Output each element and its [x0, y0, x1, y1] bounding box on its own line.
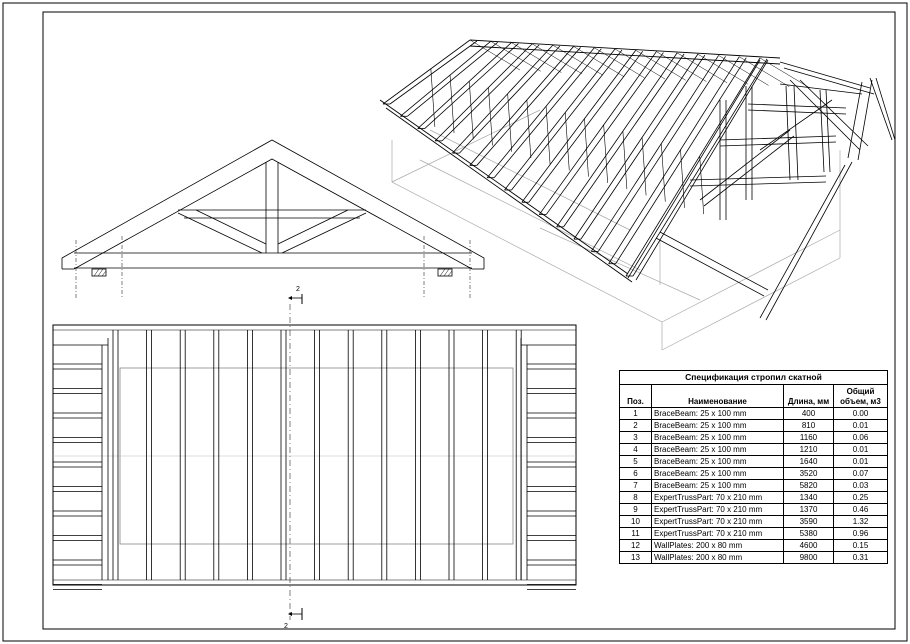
- cell-volume: 1.32: [833, 515, 888, 528]
- cell-length: 1340: [783, 491, 834, 504]
- cell-name: BraceBeam: 25 x 100 mm: [651, 407, 784, 420]
- cell-length: 3590: [783, 515, 834, 528]
- cell-length: 3520: [783, 467, 834, 480]
- cell-pos: 13: [619, 551, 652, 564]
- cell-name: ExpertTrussPart: 70 x 210 mm: [651, 503, 784, 516]
- plan-right-boards: [520, 338, 576, 590]
- section-mark-bottom-label: 2: [284, 623, 288, 630]
- cell-length: 1640: [783, 455, 834, 468]
- rafter-specification-table: Спецификация стропил скатной Поз. Наимен…: [619, 370, 888, 564]
- cell-volume: 0.01: [833, 419, 888, 432]
- header-pos: Поз.: [619, 384, 652, 408]
- rafters-3d: [382, 39, 811, 277]
- cell-volume: 0.31: [833, 551, 888, 564]
- cell-length: 1160: [783, 431, 834, 444]
- cell-name: BraceBeam: 25 x 100 mm: [651, 419, 784, 432]
- plan-left-boards: [53, 338, 109, 590]
- cell-volume: 0.46: [833, 503, 888, 516]
- cell-name: ExpertTrussPart: 70 x 210 mm: [651, 527, 784, 540]
- cell-volume: 0.01: [833, 455, 888, 468]
- cell-name: BraceBeam: 25 x 100 mm: [651, 431, 784, 444]
- spec-header-row: Поз. Наименование Длина, мм Общий объем,…: [619, 384, 888, 408]
- roof-plan: [52, 324, 577, 590]
- header-volume: Общий объем, м3: [833, 384, 888, 408]
- cell-volume: 0.15: [833, 539, 888, 552]
- cell-length: 4600: [783, 539, 834, 552]
- roof-3d-view: [379, 39, 896, 351]
- cell-length: 400: [783, 407, 834, 420]
- section-mark-top: 2: [288, 286, 303, 620]
- cell-length: 5820: [783, 479, 834, 492]
- cell-volume: 0.03: [833, 479, 888, 492]
- cell-name: BraceBeam: 25 x 100 mm: [651, 467, 784, 480]
- cell-name: BraceBeam: 25 x 100 mm: [651, 455, 784, 468]
- spec-title-row: Спецификация стропил скатной: [619, 370, 888, 385]
- cell-pos: 3: [619, 431, 652, 444]
- cell-pos: 11: [619, 527, 652, 540]
- cell-name: BraceBeam: 25 x 100 mm: [651, 479, 784, 492]
- cell-pos: 5: [619, 455, 652, 468]
- cell-pos: 10: [619, 515, 652, 528]
- cell-pos: 1: [619, 407, 652, 420]
- header-length: Длина, мм: [783, 384, 834, 408]
- cell-volume: 0.07: [833, 467, 888, 480]
- cell-length: 810: [783, 419, 834, 432]
- cell-name: BraceBeam: 25 x 100 mm: [651, 443, 784, 456]
- section-mark-bottom: 2: [284, 608, 303, 630]
- cell-volume: 0.96: [833, 527, 888, 540]
- cell-name: WallPlates: 200 x 80 mm: [651, 551, 784, 564]
- spec-title: Спецификация стропил скатной: [619, 370, 888, 385]
- cell-length: 9800: [783, 551, 834, 564]
- section-mark-top-label: 2: [296, 286, 300, 293]
- sheet-inner-frame: [42, 11, 896, 630]
- cell-pos: 9: [619, 503, 652, 516]
- cell-length: 5380: [783, 527, 834, 540]
- cell-name: ExpertTrussPart: 70 x 210 mm: [651, 515, 784, 528]
- cell-volume: 0.25: [833, 491, 888, 504]
- cell-pos: 8: [619, 491, 652, 504]
- cell-volume: 0.00: [833, 407, 888, 420]
- cell-name: WallPlates: 200 x 80 mm: [651, 539, 784, 552]
- cell-length: 1210: [783, 443, 834, 456]
- cell-volume: 0.06: [833, 431, 888, 444]
- cell-volume: 0.01: [833, 443, 888, 456]
- plan-rafters: [112, 330, 522, 580]
- cell-pos: 4: [619, 443, 652, 456]
- cell-pos: 6: [619, 467, 652, 480]
- cell-length: 1370: [783, 503, 834, 516]
- cell-pos: 7: [619, 479, 652, 492]
- header-name: Наименование: [651, 384, 784, 408]
- cell-name: ExpertTrussPart: 70 x 210 mm: [651, 491, 784, 504]
- cell-pos: 12: [619, 539, 652, 552]
- truss-elevation: [61, 139, 485, 298]
- cell-pos: 2: [619, 419, 652, 432]
